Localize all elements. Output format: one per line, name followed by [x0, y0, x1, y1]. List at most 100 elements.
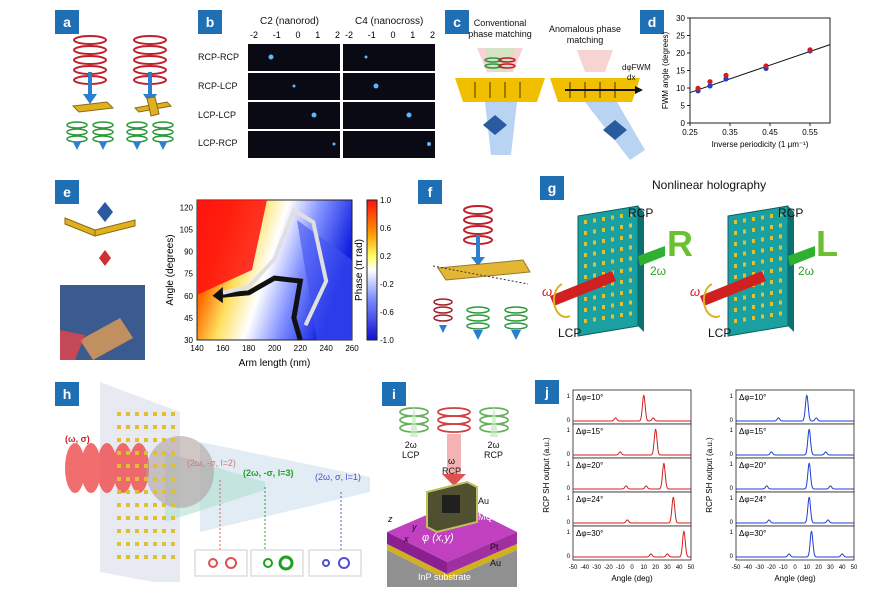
panel-f: f	[418, 180, 538, 360]
panel-e-illustration	[60, 202, 145, 360]
nanostructure-mark	[761, 237, 764, 242]
nanostructure-mark	[620, 258, 623, 262]
spot	[364, 55, 368, 59]
row-label: Δφ=20°	[739, 461, 766, 470]
nanostructure-mark	[734, 264, 737, 268]
y-axis-label: Angle (degrees)	[165, 234, 176, 305]
nanostructure-mark	[135, 516, 139, 520]
nanostructure-mark	[135, 425, 139, 429]
nanostructure-mark	[126, 503, 130, 507]
path-white	[222, 207, 329, 327]
path-black	[216, 275, 304, 341]
nanostructure-mark	[117, 425, 121, 429]
nanostructure-mark	[602, 294, 605, 298]
x-axis-label: Inverse periodicity (1 μm⁻¹)	[712, 140, 809, 149]
nanostructure-mark	[162, 490, 166, 494]
nanostructure-mark	[117, 490, 121, 494]
tick: 1	[410, 30, 416, 40]
nanostructure-mark	[593, 251, 596, 256]
x-tick-label: 20	[652, 565, 659, 571]
nanostructure-mark	[135, 542, 139, 546]
g-omega-left: ω	[542, 284, 553, 299]
sh-trace	[573, 394, 691, 422]
h-beam-2: (2ω, -σ, l=3)	[243, 468, 294, 478]
nanostructure-mark	[593, 262, 596, 267]
nanostructure-mark	[602, 217, 605, 221]
nanostructure-mark	[135, 555, 139, 559]
panel-d-tag: d	[640, 10, 664, 34]
nanostructure-mark	[171, 464, 175, 468]
x-tick-label: 200	[268, 344, 282, 353]
nanostructure-mark	[602, 239, 605, 243]
row-label: RCP-RCP	[198, 52, 240, 62]
nanostructure-mark	[144, 555, 148, 559]
diffraction-grid	[248, 44, 435, 158]
nanostructure-mark	[770, 258, 773, 262]
spot	[311, 112, 317, 118]
colorbar-tick-label: 0.2	[380, 252, 392, 261]
tick: 2	[334, 30, 340, 40]
nanostructure-mark	[126, 464, 130, 468]
nanostructure-mark	[171, 438, 175, 442]
row-label: RCP-LCP	[198, 81, 238, 91]
data-point	[695, 85, 701, 91]
nanostructure-mark	[743, 240, 746, 245]
nanostructure-mark	[761, 281, 764, 286]
nanostructure-mark	[135, 503, 139, 507]
sh-trace	[573, 428, 691, 456]
nanostructure-mark	[602, 316, 605, 320]
nanostructure-mark	[743, 251, 746, 256]
h-beam-1: (2ω, -σ, l=2)	[187, 458, 236, 468]
row-label: Δφ=24°	[576, 495, 603, 504]
nanostructure-mark	[162, 451, 166, 455]
nanostructure-mark	[620, 236, 623, 240]
nanostructure-mark	[584, 231, 587, 235]
x-tick-label: 240	[319, 344, 333, 353]
nanostructure-mark	[153, 555, 157, 559]
nanostructure-mark	[761, 303, 764, 308]
nanostructure-mark	[153, 451, 157, 455]
panel-g-tag: g	[540, 176, 564, 200]
x-tick-label: 160	[216, 344, 230, 353]
nanostructure-mark	[144, 490, 148, 494]
nanostructure-mark	[629, 289, 632, 294]
tick: -2	[345, 30, 354, 40]
nanostructure-mark	[779, 278, 782, 283]
nanostructure-mark	[611, 248, 614, 253]
y-tick-one: 1	[567, 394, 571, 400]
formula-denominator: dx	[627, 73, 636, 82]
nanostructure-mark	[126, 425, 130, 429]
nanostructure-mark	[734, 242, 737, 246]
x-axis-label: Angle (deg)	[611, 574, 653, 583]
title-conventional-text: Conventional phase matching	[468, 18, 532, 39]
panel-a-tag: a	[55, 10, 79, 34]
nanostructure-mark	[611, 314, 614, 319]
nanostructure-mark	[602, 305, 605, 309]
y-tick-one: 1	[730, 496, 734, 502]
nanostructure-mark	[761, 314, 764, 319]
x-tick-label: 50	[688, 565, 695, 571]
spot	[406, 112, 412, 118]
nanostructure-mark	[584, 319, 587, 323]
nanostructure-mark	[620, 302, 623, 306]
nanostructure-mark	[611, 237, 614, 242]
nanostructure-mark	[162, 477, 166, 481]
nanostructure-mark	[162, 516, 166, 520]
x-tick-label: -20	[767, 565, 776, 571]
nanostructure-mark	[126, 438, 130, 442]
nanostructure-mark	[162, 412, 166, 416]
nanostructure-mark	[779, 212, 782, 217]
x-tick-label: 0.35	[722, 128, 738, 137]
nanostructure-mark	[162, 425, 166, 429]
nanostructure-mark	[117, 503, 121, 507]
colorbar-tick-label: 1.0	[380, 196, 392, 205]
nanostructure-mark	[734, 275, 737, 279]
y-tick-label: 5	[681, 102, 686, 111]
y-tick-label: 10	[676, 84, 685, 93]
nanostructure-mark	[611, 281, 614, 286]
h-beam-3: (2ω, σ, l=1)	[315, 472, 361, 482]
x-tick-label: -30	[755, 565, 764, 571]
sh-trace	[736, 496, 854, 524]
